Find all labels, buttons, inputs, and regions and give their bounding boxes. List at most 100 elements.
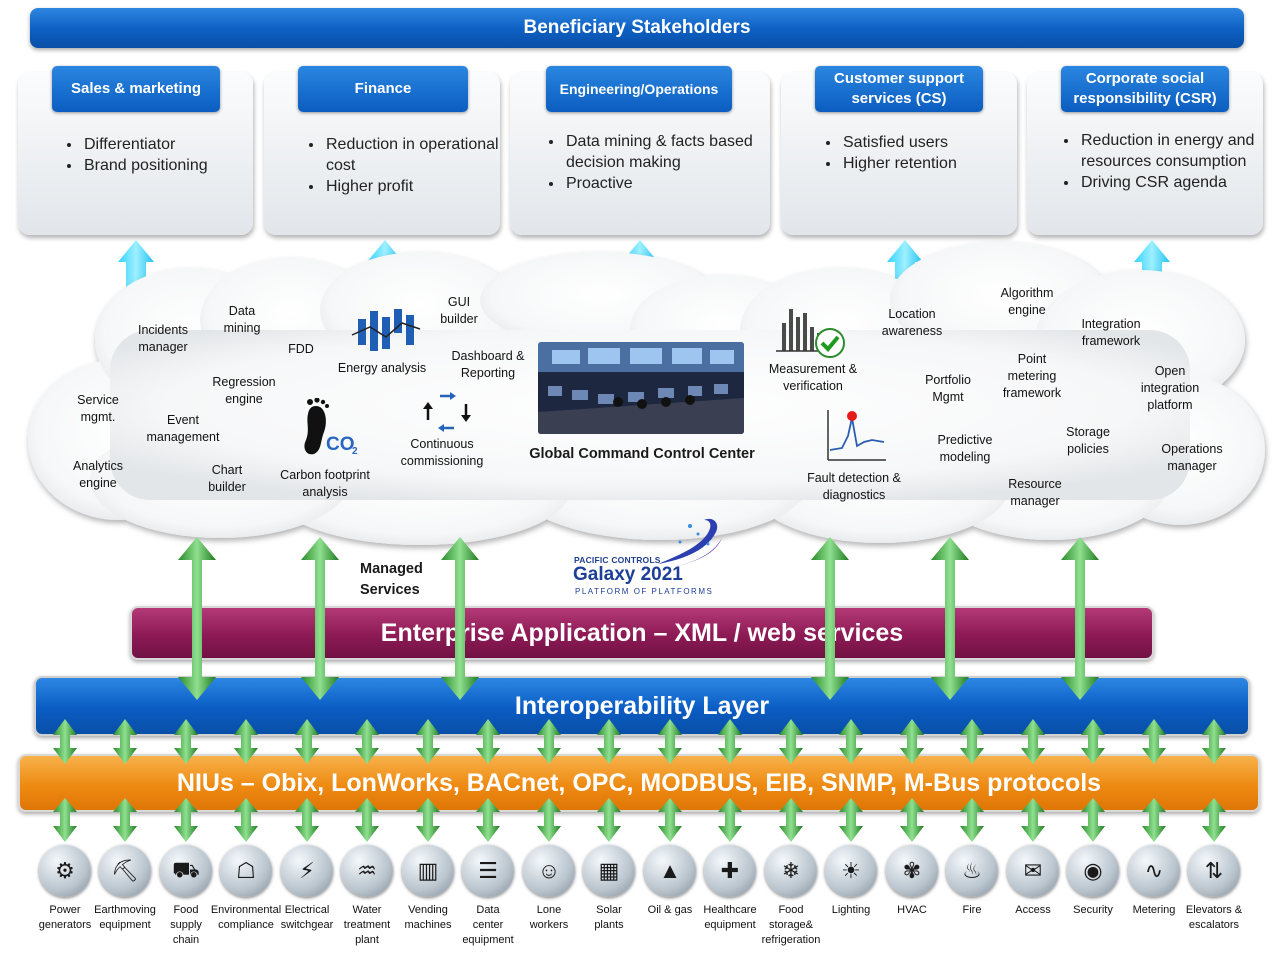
- lone-worker-icon: ☺: [523, 845, 575, 897]
- factory-icon: ☖: [220, 845, 272, 897]
- device-label: Elevators & escalators: [1185, 904, 1243, 931]
- stakeholder-point: Higher retention: [841, 153, 1021, 174]
- device-label: HVAC: [897, 904, 927, 916]
- stakeholder-points: Reduction in energy and resources consum…: [1057, 130, 1269, 193]
- device-label: Food supply chain: [170, 904, 202, 946]
- oil-drop-icon: ▲: [644, 845, 696, 897]
- device-label: Solar plants: [594, 904, 624, 931]
- cloud-item-operations-manager: Operations manager: [1161, 442, 1223, 473]
- device-label: Lighting: [831, 904, 871, 916]
- cloud-item-fault-detection: Fault detection & diagnostics: [807, 471, 901, 502]
- cloud-item-incidents-manager: Incidents manager: [137, 323, 189, 354]
- cloud-item-chart-builder: Chart builder: [208, 463, 246, 494]
- stakeholder-title: Corporate social responsibility (CSR): [1061, 66, 1229, 112]
- device-label: Access: [1015, 904, 1051, 916]
- stakeholder-points: Reduction in operational cost Higher pro…: [302, 134, 504, 197]
- stakeholder-point: Reduction in operational cost: [324, 134, 504, 176]
- stakeholder-title: Sales & marketing: [52, 66, 220, 112]
- device-label: Data center equipment: [462, 904, 514, 946]
- stakeholder-title: Engineering/Operations: [546, 66, 732, 112]
- measurement-verification-icon: [776, 309, 845, 358]
- id-card-icon: ✉: [1007, 845, 1059, 897]
- cloud-item-data-mining: Data mining: [223, 304, 261, 335]
- truck-icon: ⛟: [160, 845, 212, 897]
- logo-tagline: PLATFORM OF PLATFORMS: [575, 587, 714, 596]
- carbon-footprint-icon: CO 2: [304, 398, 358, 457]
- stakeholder-point: Higher profit: [324, 176, 504, 197]
- fire-icon: ♨: [946, 845, 998, 897]
- device-label: Metering: [1132, 904, 1176, 916]
- device-label: Power generators: [38, 904, 92, 931]
- stakeholder-box-sales: Sales & marketing Differentiator Brand p…: [18, 66, 253, 235]
- device-label: Earthmoving equipment: [94, 904, 156, 931]
- fault-detection-chart-icon: [827, 410, 886, 461]
- stakeholder-box-csr: Corporate social responsibility (CSR) Re…: [1027, 66, 1263, 235]
- stakeholder-title: Customer support services (CS): [815, 66, 983, 112]
- co2-label: CO: [326, 434, 355, 455]
- device-label: Food storage& refrigeration: [761, 904, 821, 946]
- energy-analysis-chart-icon: [351, 309, 421, 351]
- fan-icon: ✾: [886, 845, 938, 897]
- stakeholder-point: Data mining & facts based decision makin…: [564, 131, 774, 173]
- stakeholder-point: Brand positioning: [82, 155, 262, 176]
- cloud-item-storage-policies: Storage policies: [1066, 425, 1110, 456]
- cloud-item-dashboard-reporting: Dashboard & Reporting: [451, 349, 525, 380]
- device-label: Oil & gas: [647, 904, 693, 916]
- device-label: Vending machines: [404, 904, 452, 931]
- interoperability-layer: Interoperability Layer: [34, 676, 1250, 736]
- cloud-item-service-mgmt: Service mgmt.: [77, 393, 119, 424]
- water-plant-icon: ♒: [341, 845, 393, 897]
- stakeholder-point: Satisfied users: [841, 132, 1021, 153]
- excavator-icon: ⛏: [99, 845, 151, 897]
- device-label: Fire: [962, 904, 982, 916]
- cloud-item-carbon-footprint: Carbon footprint analysis: [280, 468, 370, 499]
- cloud-item-fdd: FDD: [288, 342, 314, 356]
- stakeholder-point: Reduction in energy and resources consum…: [1079, 130, 1269, 172]
- stakeholder-points: Satisfied users Higher retention: [819, 132, 1021, 174]
- cloud-item-predictive-modeling: Predictive modeling: [937, 433, 993, 464]
- stakeholder-points: Differentiator Brand positioning: [60, 134, 262, 176]
- stakeholder-point: Differentiator: [82, 134, 262, 155]
- managed-services-label: Managed Services: [360, 561, 423, 598]
- beneficiary-stakeholders-banner: Beneficiary Stakeholders: [30, 8, 1244, 48]
- niu-protocols-layer: NIUs – Obix, LonWorks, BACnet, OPC, MODB…: [18, 754, 1260, 812]
- cloud-item-point-metering: Point metering framework: [1002, 352, 1062, 400]
- light-bulb-icon: ☀: [825, 845, 877, 897]
- medical-kit-icon: ✚: [704, 845, 756, 897]
- device-label: Water treatment plant: [343, 904, 391, 946]
- enterprise-application-layer: Enterprise Application – XML / web servi…: [130, 606, 1154, 660]
- device-label: Electrical switchgear: [280, 904, 334, 931]
- galaxy-swirl-logo: [658, 518, 722, 568]
- cloud-item-event-management: Event management: [146, 413, 220, 444]
- refrigeration-icon: ❄: [765, 845, 817, 897]
- device-label: Lone workers: [529, 904, 569, 931]
- stakeholder-box-finance: Finance Reduction in operational cost Hi…: [264, 66, 500, 235]
- switchgear-icon: ⚡: [281, 845, 333, 897]
- cloud-item-resource-manager: Resource manager: [1008, 477, 1062, 508]
- cloud-item-algorithm-engine: Algorithm engine: [1000, 286, 1054, 317]
- cloud-item-gui-builder: GUI builder: [440, 295, 478, 326]
- command-center-photo: [538, 342, 744, 434]
- server-icon: ☰: [462, 845, 514, 897]
- elevator-icon: ⇅: [1188, 845, 1240, 897]
- cloud-item-continuous-commissioning: Continuous commissioning: [400, 437, 484, 468]
- vending-machine-icon: ▥: [402, 845, 454, 897]
- cloud-item-integration-framework: Integration framework: [1081, 317, 1141, 348]
- solar-panel-icon: ▦: [583, 845, 635, 897]
- stakeholder-box-engineering: Engineering/Operations Data mining & fac…: [510, 66, 770, 235]
- cloud-item-open-integration-platform: Open integration platform: [1140, 364, 1200, 412]
- camera-icon: ◉: [1067, 845, 1119, 897]
- commissioning-cycle-icon: [423, 392, 471, 432]
- command-center-label: Global Command Control Center: [529, 446, 755, 462]
- cloud-item-energy-analysis: Energy analysis: [337, 361, 427, 375]
- device-label: Healthcare equipment: [703, 904, 757, 931]
- cloud-item-portfolio-mgmt: Portfolio Mgmt: [925, 373, 971, 404]
- stakeholder-points: Data mining & facts based decision makin…: [542, 131, 774, 194]
- device-label: Environmental compliance: [210, 904, 282, 931]
- cloud-item-regression-engine: Regression engine: [212, 375, 276, 406]
- co2-subscript: 2: [352, 446, 358, 457]
- stakeholder-title: Finance: [298, 66, 468, 112]
- device-label: Security: [1073, 904, 1113, 916]
- logo-company-name: PACIFIC CONTROLS: [574, 555, 661, 565]
